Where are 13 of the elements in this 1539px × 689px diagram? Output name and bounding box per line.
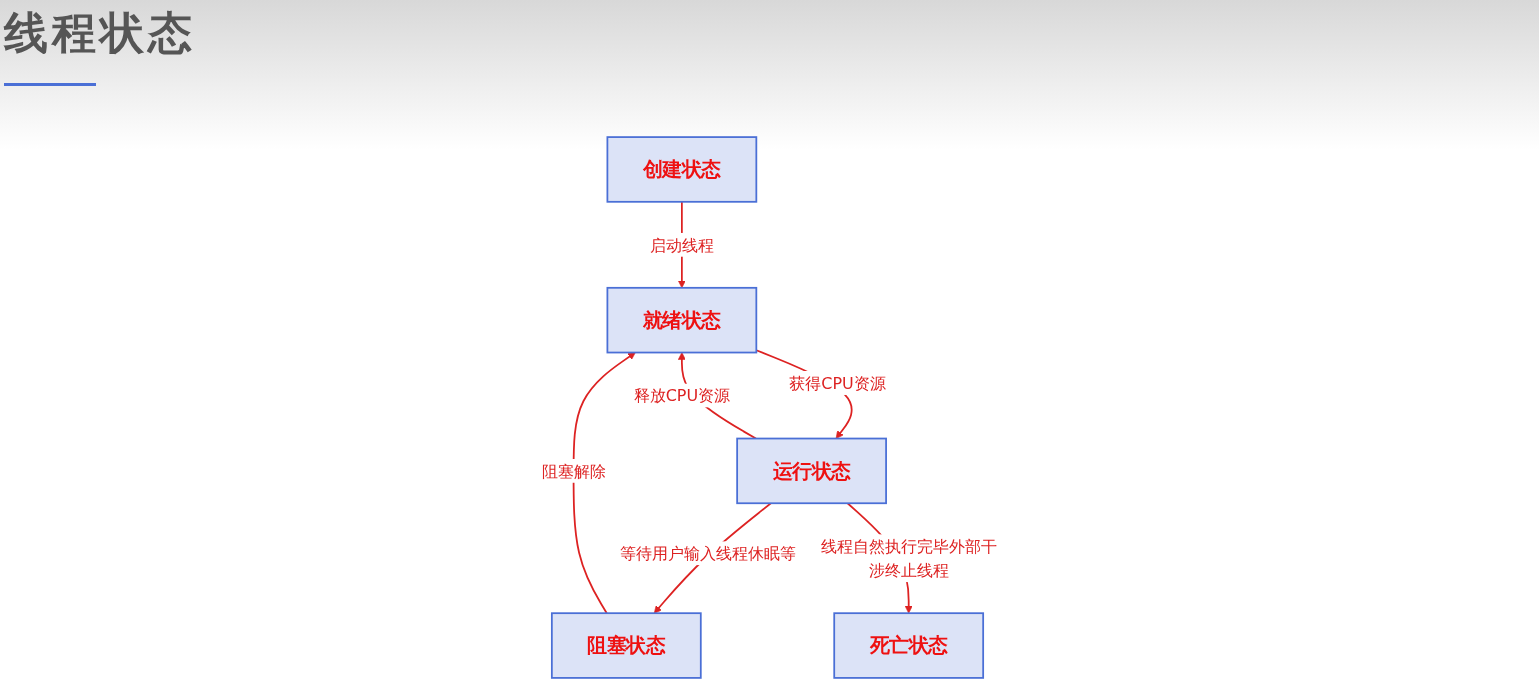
page-title: 线程状态	[4, 6, 196, 60]
node-box: 死亡状态	[833, 612, 985, 679]
edge-label: 阻塞解除	[541, 461, 606, 481]
node-box: 创建状态	[606, 136, 758, 203]
node-box: 就绪状态	[606, 286, 758, 354]
edge-label: 释放CPU资源	[633, 386, 731, 405]
node-box: 阻塞状态	[550, 612, 702, 679]
node-box: 运行状态	[736, 437, 887, 505]
edge-label: 线程自然执行完毕外部干涉终止线程	[820, 536, 997, 580]
edge-label: 等待用户输入线程休眠等	[620, 544, 796, 563]
edge-label: 启动线程	[649, 235, 714, 255]
edge-label: 获得CPU资源	[789, 373, 886, 393]
arrow	[572, 352, 636, 615]
